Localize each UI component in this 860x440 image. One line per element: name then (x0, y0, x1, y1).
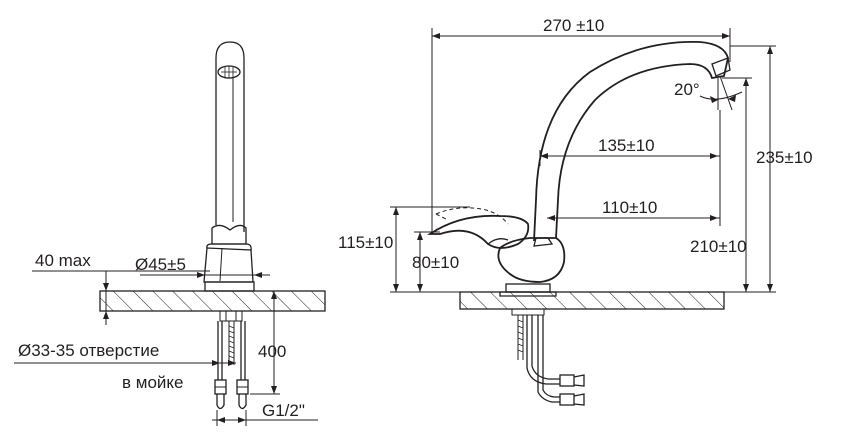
thread-label: G1/2" (262, 401, 305, 420)
left-spout (215, 41, 245, 232)
right-lever (427, 214, 530, 249)
angle-label: 20° (674, 80, 700, 99)
hose-length-label: 400 (258, 342, 286, 361)
reach-mid-label: 135±10 (598, 136, 655, 155)
height-total-label: 235±10 (756, 148, 813, 167)
left-body (203, 247, 254, 283)
right-lever-raised (435, 207, 509, 225)
height-max-label: 40 max (35, 251, 91, 270)
left-view: 40 max Ø45±5 Ø33-35 отверстие в мойке 40… (14, 41, 326, 426)
hole-label-line1: Ø33-35 отверстие (18, 341, 159, 360)
left-countertop (99, 290, 326, 312)
right-body (497, 237, 566, 283)
right-hose-b (537, 315, 560, 403)
right-hose-a (526, 315, 560, 385)
lever-height-label: 115±10 (338, 233, 393, 252)
base-diameter-label: Ø45±5 (135, 255, 186, 274)
height-spout-label: 210±10 (690, 237, 747, 256)
reach-total-label: 270 ±10 (543, 16, 604, 35)
right-view: 270 ±10 20° 135±10 110±10 235±10 210±10 (338, 16, 813, 406)
hole-label-line2: в мойке (122, 373, 183, 392)
reach-short-label: 110±10 (602, 198, 657, 217)
lever-base-label: 80±10 (412, 253, 459, 272)
